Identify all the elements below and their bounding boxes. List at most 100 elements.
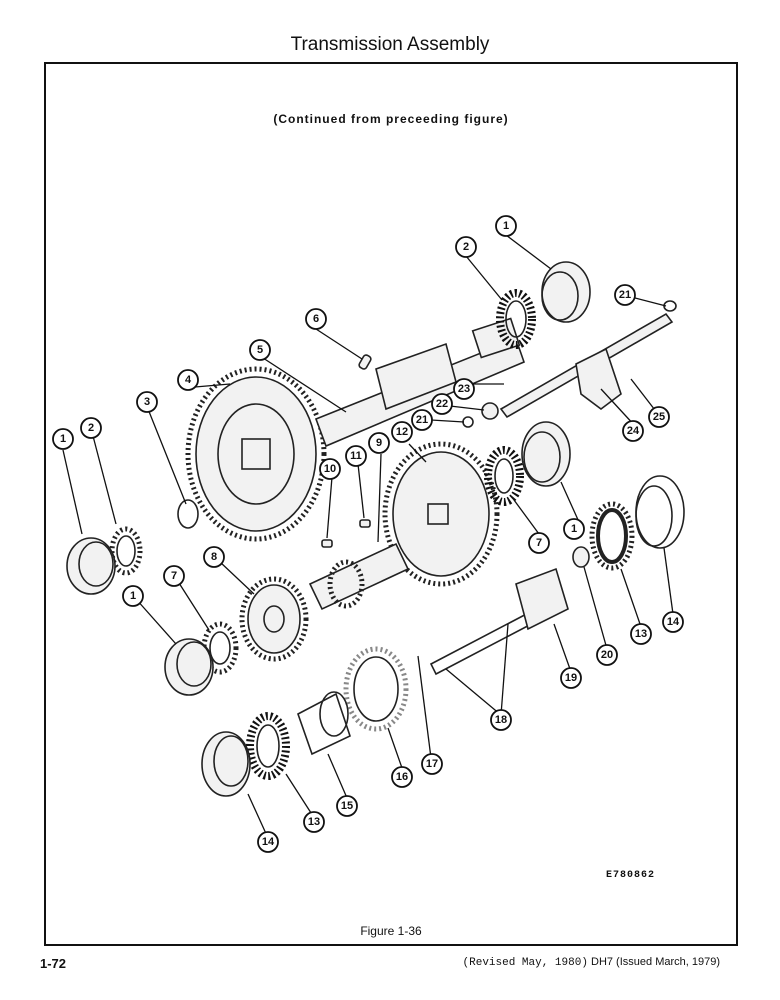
callout-16: 16 [391,766,413,788]
key-6 [358,354,372,370]
svg-text:17: 17 [426,758,438,770]
callout-8: 8 [203,546,225,568]
bearing-7-right [484,446,524,506]
svg-text:25: 25 [653,411,665,423]
sleeve-15 [297,691,351,756]
cup-14-lower [201,731,251,797]
callout-24: 24 [622,420,644,442]
callout-10: 10 [319,458,341,480]
callout-22: 22 [431,393,453,415]
svg-text:7: 7 [171,570,177,582]
bearing-13-lower [246,712,290,780]
svg-text:23: 23 [458,383,470,395]
svg-text:20: 20 [601,649,613,661]
svg-text:14: 14 [262,836,275,848]
issue-date: DH7 (Issued March, 1979) [591,956,720,968]
svg-text:2: 2 [463,241,469,253]
callout-17: 17 [421,753,443,775]
cup-1-lower-left [164,638,214,696]
callout-12: 12 [391,421,413,443]
figure-frame: 1 2 21 6 5 4 3 23 22 21 24 25 1 2 10 11 … [44,62,738,946]
figure-caption: Figure 1-36 [360,924,422,938]
callout-1-top: 1 [495,215,517,237]
svg-text:1: 1 [60,433,66,445]
svg-text:21: 21 [619,289,631,301]
svg-text:8: 8 [211,551,217,563]
callout-1-lower-left: 1 [122,585,144,607]
callout-14-lower: 14 [257,831,279,853]
svg-text:1: 1 [130,590,136,602]
key-11 [359,519,371,528]
callout-21-top: 21 [614,284,636,306]
footer-revision: (Revised May, 1980) DH7 (Issued March, 1… [463,956,720,969]
callout-14-right: 14 [662,611,684,633]
drawing-code: E780862 [606,870,656,881]
continued-note: (Continued from preceeding figure) [273,112,509,126]
bearing-7-left [201,621,239,675]
leader-lines [62,234,674,839]
callout-2-left: 2 [80,417,102,439]
callout-13-right: 13 [630,623,652,645]
svg-text:14: 14 [667,616,680,628]
shift-rod-23 [499,312,674,419]
callout-9: 9 [368,432,390,454]
callout-20: 20 [596,644,618,666]
svg-text:6: 6 [313,313,319,325]
svg-text:12: 12 [396,426,408,438]
gear-8 [239,576,309,662]
svg-text:19: 19 [565,672,577,684]
gear-16 [343,646,409,732]
svg-text:10: 10 [324,463,336,475]
snap-ring-3 [177,499,199,529]
callout-7-left: 7 [163,565,185,587]
callout-1-right: 1 [563,518,585,540]
svg-text:11: 11 [350,450,362,462]
cup-1-right [521,421,571,487]
callout-6: 6 [305,308,327,330]
page-title: Transmission Assembly [290,34,490,55]
callout-23: 23 [453,378,475,400]
svg-text:9: 9 [376,437,382,449]
callout-4: 4 [177,369,199,391]
svg-text:21: 21 [416,414,428,426]
shaft-9 [308,542,410,611]
bearing-13-right [589,501,635,571]
callout-3: 3 [136,391,158,413]
snap-ring-21-mid [462,416,474,428]
cup-1-top [541,261,591,323]
callout-18: 18 [490,709,512,731]
svg-text:2: 2 [88,422,94,434]
bushing-22 [481,402,499,420]
svg-text:13: 13 [635,628,647,640]
svg-text:16: 16 [396,771,408,783]
page-number: 1-72 [40,956,67,971]
svg-text:3: 3 [144,396,150,408]
callout-11: 11 [345,445,367,467]
svg-text:1: 1 [571,523,577,535]
callout-7-right: 7 [528,532,550,554]
revised-date: (Revised May, 1980) [462,957,588,969]
callout-13-lower: 13 [303,811,325,833]
bearing-2-left [109,526,143,576]
callout-2-top: 2 [455,236,477,258]
svg-text:13: 13 [308,816,320,828]
svg-text:22: 22 [436,398,448,410]
callout-15: 15 [336,795,358,817]
cup-14-right [635,475,685,549]
svg-text:5: 5 [257,344,263,356]
bearing-2-top [496,289,536,349]
svg-text:24: 24 [627,425,640,437]
svg-text:18: 18 [495,714,507,726]
svg-text:1: 1 [503,220,509,232]
svg-text:15: 15 [341,800,353,812]
svg-text:4: 4 [185,374,192,386]
callout-21-mid: 21 [411,409,433,431]
main-shaft-5 [314,317,526,448]
callout-5: 5 [249,339,271,361]
callout-1-left: 1 [52,428,74,450]
gear-12 [382,441,500,587]
output-shaft-18 [429,546,590,676]
cup-1-left [66,537,116,595]
callout-25: 25 [648,406,670,428]
exploded-parts-drawing: 1 2 21 6 5 4 3 23 22 21 24 25 1 2 10 11 … [52,215,685,853]
